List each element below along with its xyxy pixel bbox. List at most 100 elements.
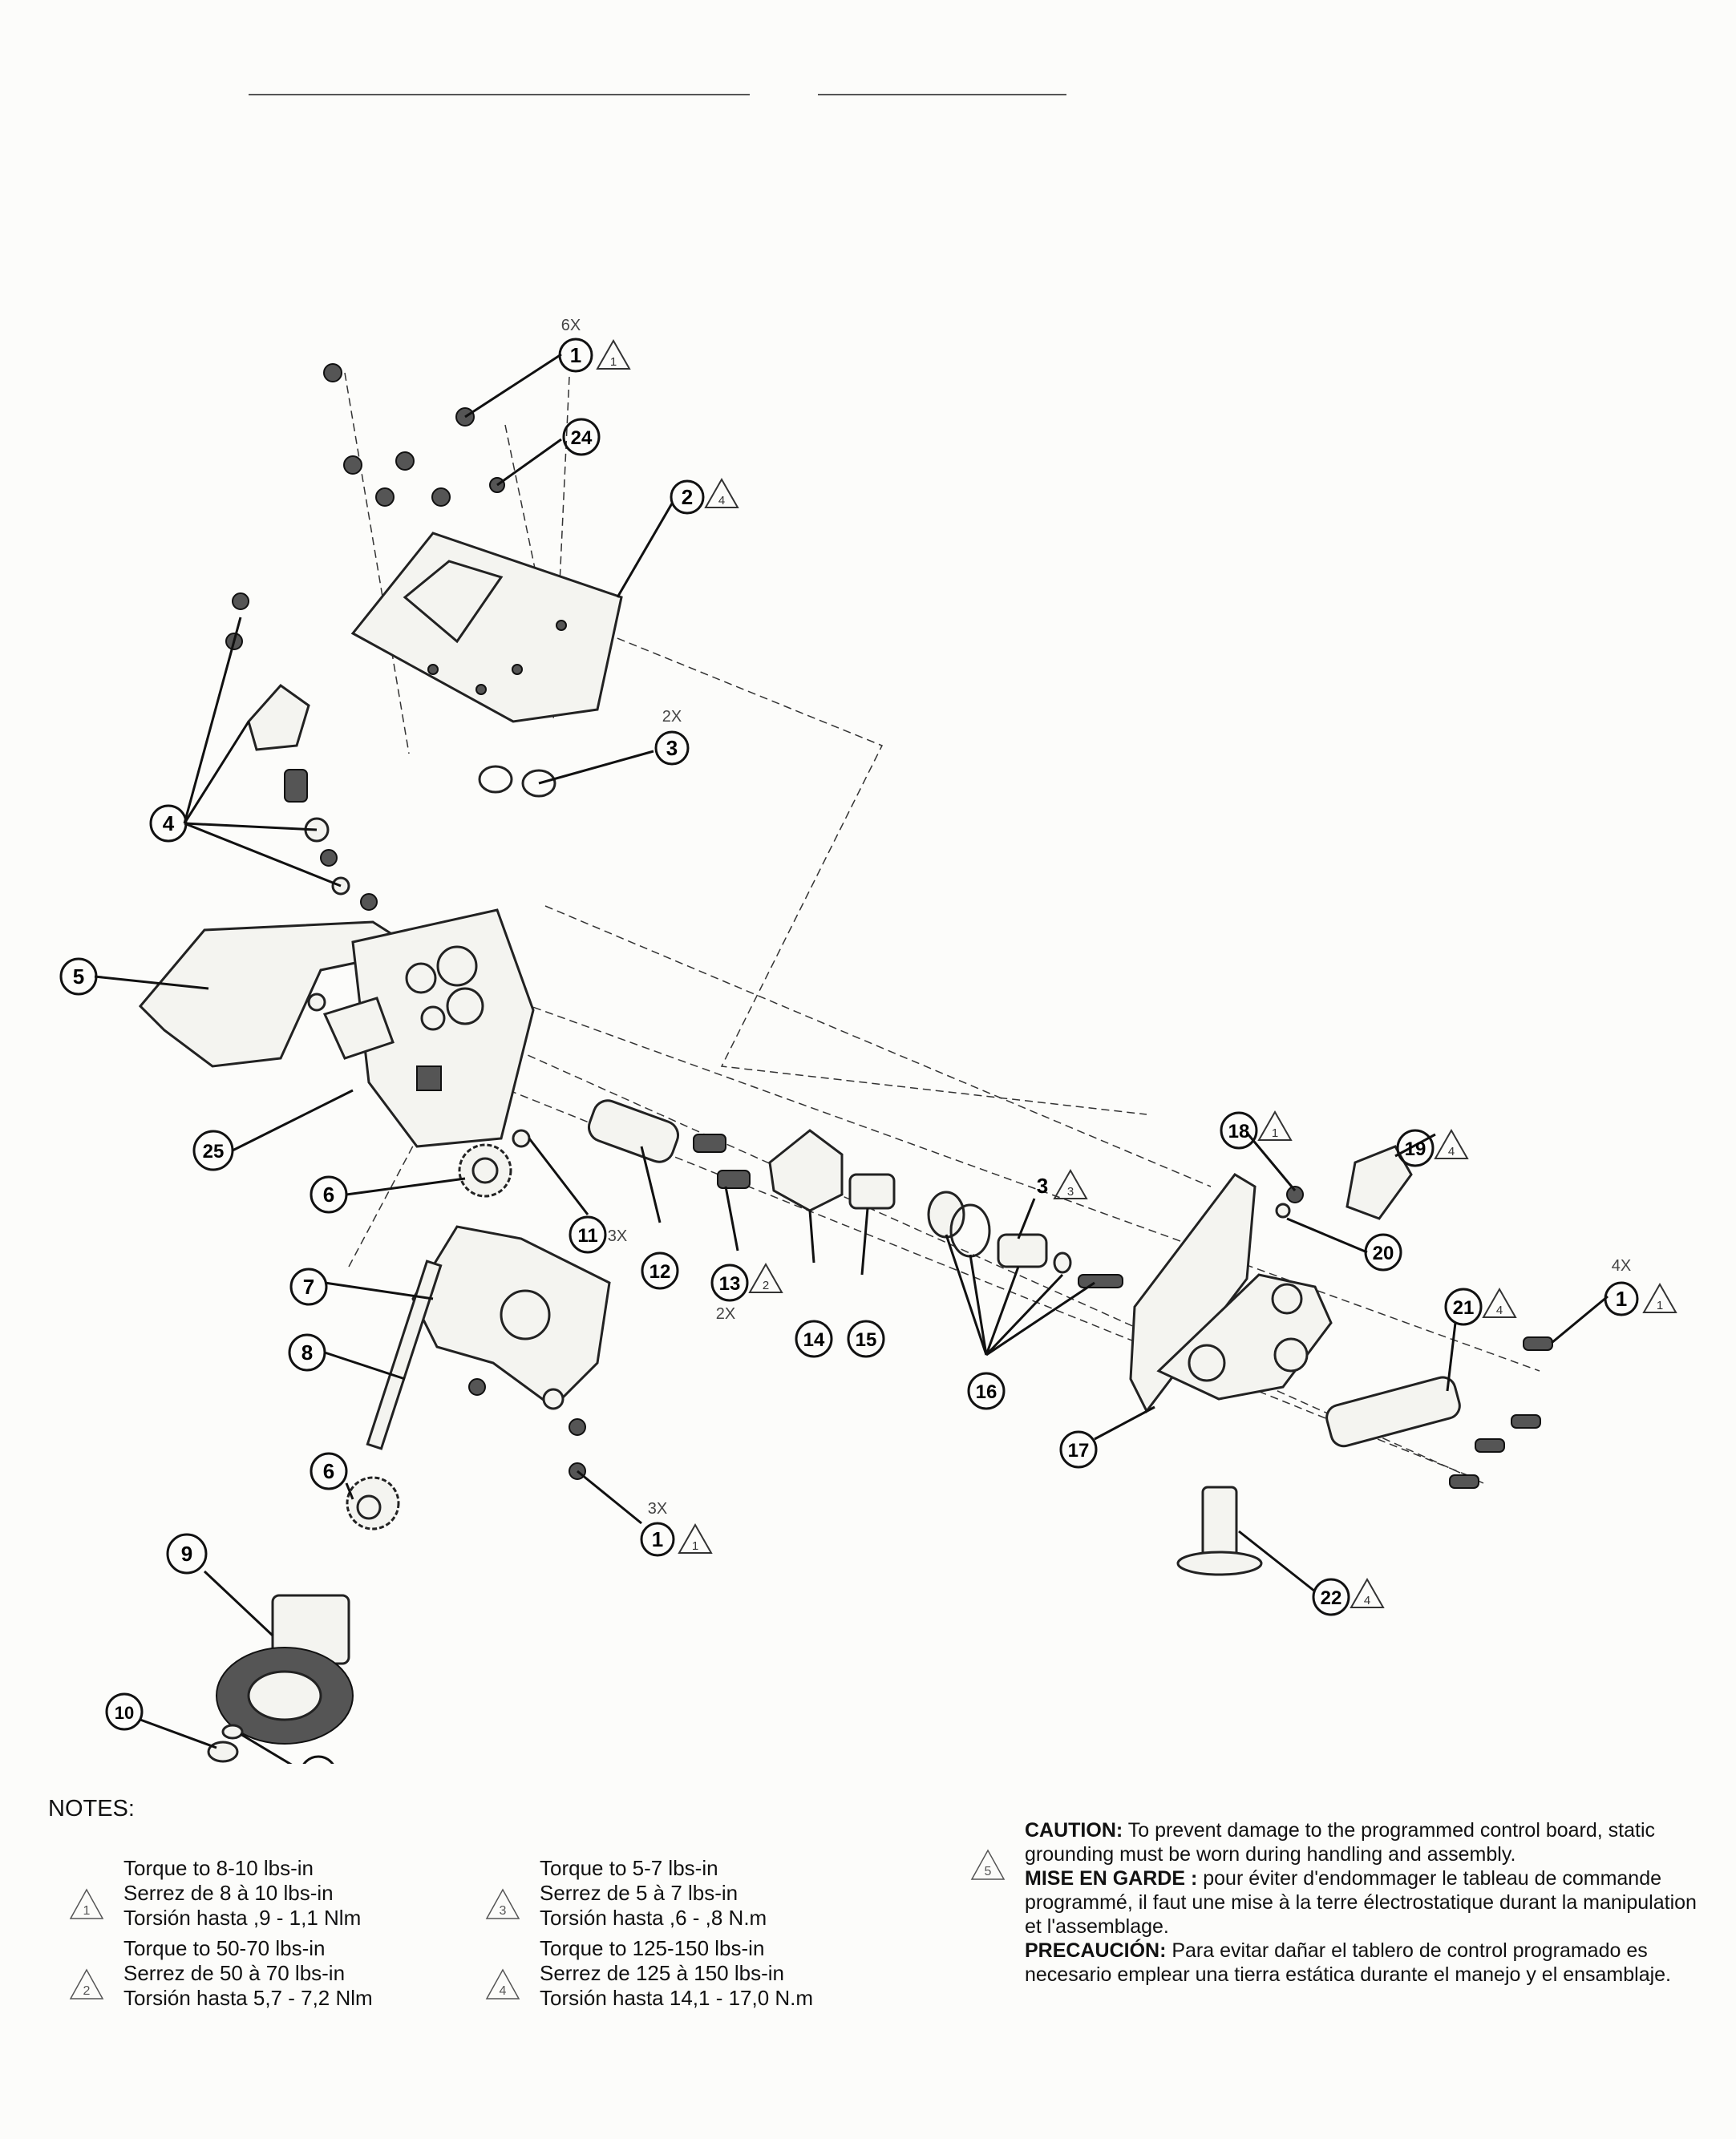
callout-12: 12 — [641, 1251, 679, 1290]
knob-nut — [207, 1741, 239, 1763]
svg-text:3: 3 — [1067, 1185, 1074, 1199]
note-1-line-3: Torsión hasta ,9 - 1,1 Nlm — [123, 1906, 362, 1930]
callout-19: 19 — [1396, 1129, 1435, 1167]
torque-mark-callout-21: 4 — [1482, 1287, 1517, 1318]
control-board-plate — [350, 532, 623, 723]
callout-24: 24 — [562, 418, 601, 456]
callout-17: 17 — [1059, 1430, 1098, 1469]
svg-text:4X: 4X — [1612, 1257, 1631, 1275]
callout-22: 22 — [1312, 1578, 1350, 1616]
note-4-line-3: Torsión hasta 14,1 - 17,0 N.m — [540, 1986, 814, 2010]
svg-text:2X: 2X — [716, 1305, 735, 1323]
solenoid-valve-block — [1129, 1173, 1333, 1413]
callout-11: 11 — [569, 1215, 607, 1254]
leader-lines — [94, 353, 1609, 1764]
callout-13: 13 — [710, 1264, 749, 1302]
note-1-line-2: Serrez de 8 à 10 lbs-in — [123, 1881, 334, 1905]
svg-text:6: 6 — [323, 1183, 334, 1207]
callout-4: 4 — [149, 804, 188, 843]
svg-text:3: 3 — [666, 736, 678, 760]
torque-triangle-3-icon: 3 — [485, 1888, 520, 1919]
torque-mark-callout-1-top: 1 — [596, 338, 631, 370]
caution-text: To prevent damage to the programmed cont… — [1025, 1819, 1656, 1866]
torque-triangle-2-icon: 2 — [69, 1968, 104, 2000]
threaded-shaft — [366, 1260, 443, 1450]
svg-text:5: 5 — [73, 964, 84, 989]
svg-text:4: 4 — [163, 811, 175, 835]
adjustment-knob — [216, 1594, 354, 1745]
svg-text:4: 4 — [1496, 1304, 1503, 1317]
svg-text:3X: 3X — [608, 1227, 627, 1245]
callout-6-lower: 6 — [310, 1452, 348, 1490]
mise-en-garde-text: pour éviter d'endommager le tableau de c… — [1025, 1867, 1697, 1938]
svg-text:4: 4 — [1364, 1594, 1370, 1607]
callout-25: 25 — [192, 1130, 234, 1171]
precaucion-label: PRECAUCIÓN: — [1025, 1939, 1167, 1962]
callout-3-lower: 3 — [1037, 1174, 1048, 1198]
notes-title: NOTES: — [48, 1796, 135, 1822]
note-3-line-1: Torque to 5-7 lbs-in — [540, 1856, 718, 1880]
torque-mark-callout-22: 4 — [1350, 1577, 1385, 1608]
note-1-line-1: Torque to 8-10 lbs-in — [123, 1856, 314, 1880]
svg-text:1: 1 — [83, 1904, 91, 1918]
note-2-line-2: Serrez de 50 à 70 lbs-in — [123, 1961, 346, 1985]
svg-text:1: 1 — [610, 355, 617, 369]
callout-15: 15 — [847, 1320, 885, 1358]
mise-en-garde-label: MISE EN GARDE : — [1025, 1867, 1198, 1890]
note-4-line-2: Serrez de 125 à 150 lbs-in — [540, 1961, 784, 1985]
caution-label: CAUTION: — [1025, 1819, 1123, 1842]
callout-1-bottom: 1 — [640, 1522, 675, 1557]
note-2-line-3: Torsión hasta 5,7 - 7,2 Nlm — [123, 1986, 373, 2010]
callout-18: 18 — [1220, 1111, 1258, 1150]
gears — [346, 1143, 512, 1530]
svg-text:10: 10 — [115, 1703, 134, 1723]
svg-text:5: 5 — [985, 1865, 992, 1878]
note-4-line-1: Torque to 125-150 lbs-in — [540, 1936, 765, 1960]
torque-mark-callout-1-right: 1 — [1642, 1282, 1677, 1313]
svg-text:4: 4 — [500, 1984, 507, 1998]
torque-mark-callout-2: 4 — [704, 477, 739, 508]
callout-5: 5 — [59, 957, 98, 996]
svg-text:2X: 2X — [662, 708, 682, 726]
fittings — [1176, 1145, 1553, 1576]
note-3-line-2: Serrez de 5 à 7 lbs-in — [540, 1881, 739, 1905]
svg-text:3X: 3X — [648, 1500, 667, 1518]
callout-16: 16 — [967, 1372, 1006, 1410]
svg-text:1: 1 — [692, 1539, 698, 1553]
svg-text:2: 2 — [763, 1279, 769, 1292]
torque-mark-callout-13: 2 — [748, 1262, 783, 1293]
svg-text:24: 24 — [571, 427, 593, 449]
svg-text:2: 2 — [682, 485, 693, 509]
svg-text:16: 16 — [976, 1381, 997, 1403]
svg-text:1: 1 — [1616, 1287, 1627, 1311]
svg-text:21: 21 — [1453, 1297, 1475, 1319]
svg-text:15: 15 — [856, 1329, 877, 1351]
torque-triangle-1-icon: 1 — [69, 1888, 104, 1919]
svg-text:1: 1 — [652, 1527, 663, 1551]
callout-8: 8 — [288, 1333, 326, 1372]
callout-9: 9 — [166, 1533, 208, 1575]
svg-text:6: 6 — [323, 1459, 334, 1483]
callout-3: 3 — [654, 730, 690, 766]
callout-10: 10 — [105, 1692, 144, 1731]
svg-text:20: 20 — [1373, 1243, 1394, 1264]
svg-text:17: 17 — [1068, 1440, 1090, 1462]
washer — [221, 1724, 244, 1740]
notes-section: NOTES: — [0, 1796, 1736, 2117]
callout-23: 23 — [302, 1755, 334, 1764]
callout-1-right: 1 — [1604, 1281, 1639, 1316]
note-3-line-3: Torsión hasta ,6 - ,8 N.m — [540, 1906, 767, 1930]
svg-text:2: 2 — [83, 1984, 91, 1998]
torque-mark-callout-19: 4 — [1434, 1128, 1469, 1159]
svg-text:12: 12 — [649, 1261, 671, 1283]
torque-mark-callout-3-lower: 3 — [1053, 1168, 1088, 1199]
svg-text:13: 13 — [719, 1273, 741, 1295]
callout-2: 2 — [670, 479, 705, 515]
main-body-frame — [138, 908, 535, 1148]
motor-housing — [411, 1225, 611, 1480]
svg-text:4: 4 — [718, 494, 725, 507]
torque-mark-callout-18: 1 — [1257, 1110, 1293, 1141]
callout-7: 7 — [289, 1268, 328, 1306]
torque-marks: 1 4 2 3 1 4 4 1 4 1 — [596, 338, 1677, 1608]
exploded-parts-diagram: 1 24 2 3 4 5 25 6 7 8 6 9 10 23 11 12 13… — [59, 94, 1677, 1764]
